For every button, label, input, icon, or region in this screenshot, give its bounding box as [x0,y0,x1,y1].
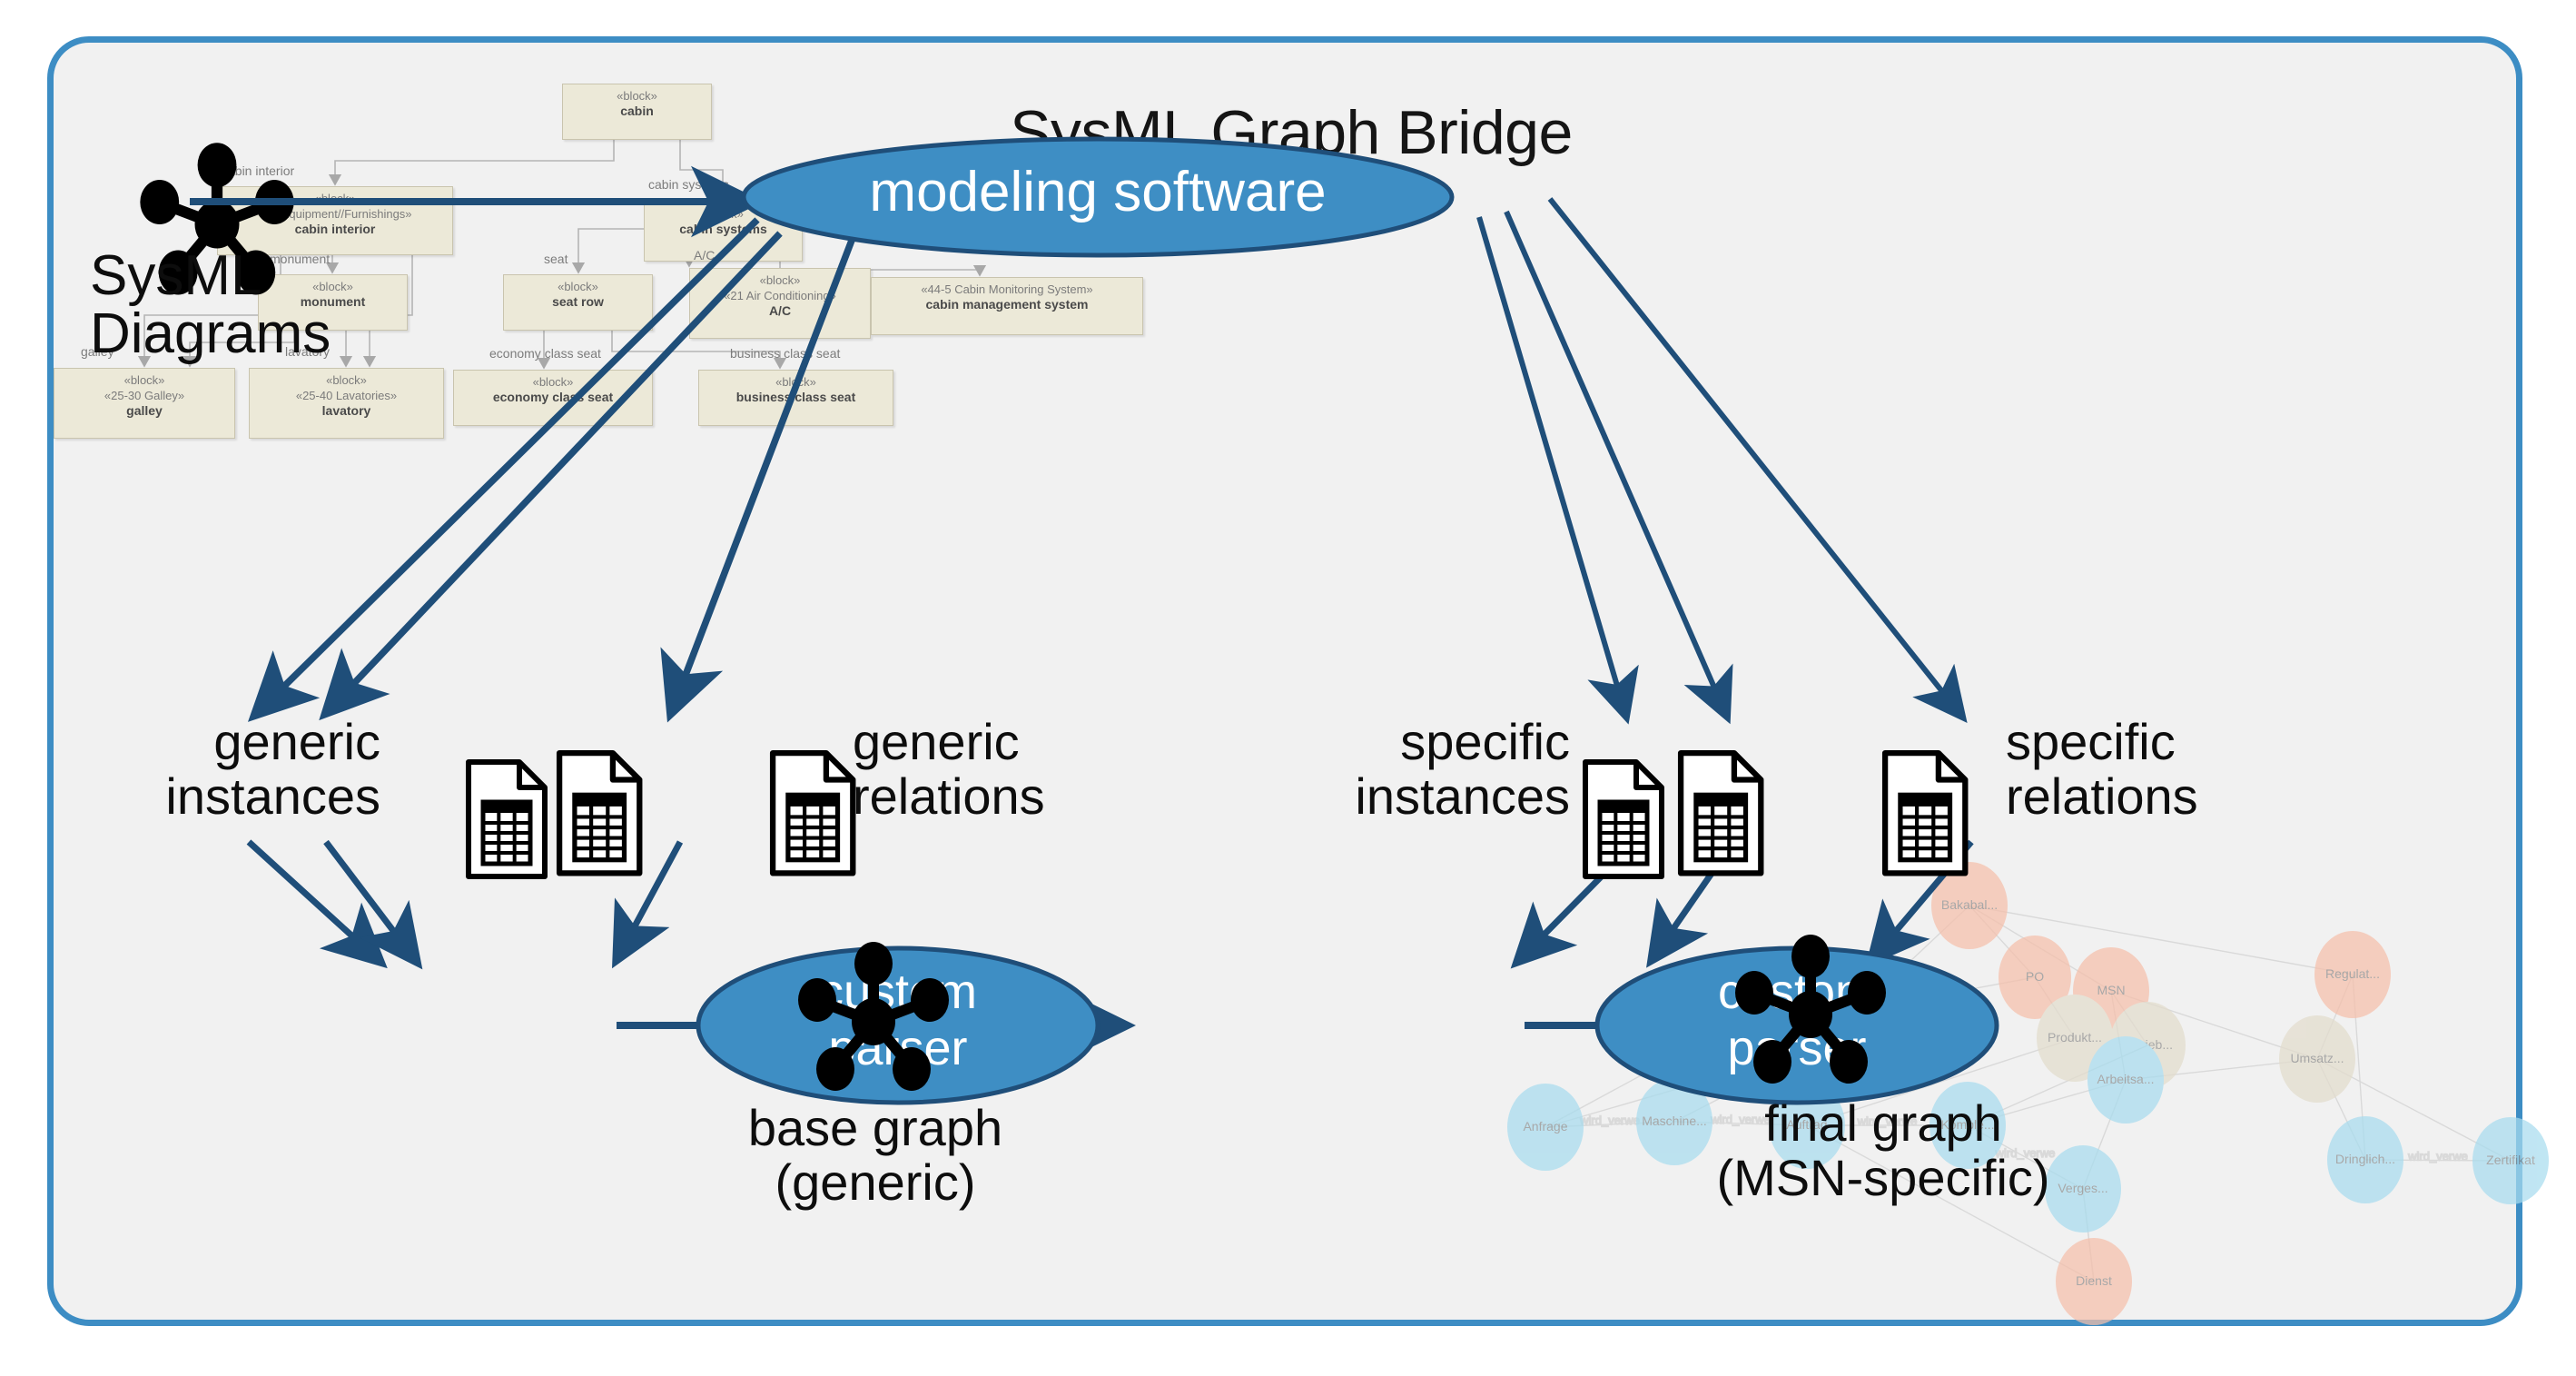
final-graph-icon [1735,935,1886,1084]
graph-node-label: PO [2026,969,2044,984]
sysml-edge-label: economy class seat [489,346,601,361]
sysml-block-name: cabin management system [925,297,1089,312]
graph-node-label: Auftrag [1786,1117,1827,1132]
graph-node: Arbeitsa... [2087,1036,2164,1124]
graph-node-label: Regulat... [2325,966,2380,981]
sysml-block-name: A/C [768,303,792,318]
graph-node: Maschine... [1636,1078,1712,1165]
sysml-edge-label: A/C [694,248,716,262]
graph-edge-label: wird_verwe [1579,1114,1640,1127]
graph-edge-label: wird_verwe [1995,1146,2056,1160]
graph-node: Bakabal... [1931,862,2008,949]
sysml-edge-label: monument [270,252,331,266]
graph-node-label: Verges... [2058,1181,2107,1195]
graph-node-label: Produkt... [2048,1030,2102,1044]
spreadsheet-doc-icon [1583,759,1664,879]
graph-node-label: Arbeitsa... [2097,1072,2154,1086]
sysml-block-name: lavatory [321,403,371,418]
sysml-block-name: cabin interior [294,222,376,236]
sysml-block: «block»seat row [503,274,653,331]
graph-node-label: Zertifikat [2486,1153,2535,1167]
sysml-block-stereotype: «block» [532,375,574,389]
sysml-edge-label: galley [81,344,114,359]
graph-cluster-icons [798,935,1886,1091]
sysml-block-name: business class seat [735,390,856,404]
graph-node: Umsatz... [2279,1015,2355,1103]
sysml-block-stereotype: «block» [558,280,598,293]
graph-node-label: Dringlich... [2335,1152,2395,1166]
sysml-block-stereotype: «block» [759,273,801,287]
graph-node-label: Bakabal... [1941,897,1998,912]
graph-edge-label: wird_verwe [2407,1150,2468,1163]
sysml-block-name: galley [126,403,163,418]
specific-relations-label: specific relations [2006,713,2198,825]
spreadsheet-doc-icon [769,749,856,876]
sysml-block: «block»monument [258,274,408,331]
graph-edge-label: wird_verwe [1710,1113,1771,1126]
final-graph-label: final graph (MSN-specific) [1716,1094,2050,1206]
sysml-block-stereotype: «25 Equipment//Furnishings» [258,207,412,221]
graph-node-label: MSN [2097,983,2125,997]
generic-relations-label: generic relations [853,713,1045,825]
sysml-block-stereotype: «block» [312,280,353,293]
custom-parser-1-node[interactable] [696,945,1100,1105]
sysml-block: «block» «21 Air Conditioning»A/C [689,268,871,339]
sysml-edge-label: seat [544,252,568,266]
sysml-block-stereotype: «21 Air Conditioning» [724,289,836,302]
modeling-software-node[interactable] [741,136,1455,258]
sysml-block-stereotype: «block» [123,373,165,387]
sysml-block-name: monument [300,294,366,309]
sysml-edge-label: lavatory [285,344,331,359]
graph-node: PO [1999,935,2071,1019]
spreadsheet-doc-icon [466,759,548,879]
graph-node: Anfrage [1507,1084,1584,1171]
sysml-block-name: seat row [552,294,604,309]
spreadsheet-doc-icon [1677,749,1764,876]
spreadsheet-doc-icon [556,749,643,876]
sysml-block-stereotype: «25-30 Galley» [104,389,185,402]
base-graph-label: base graph (generic) [747,1099,1003,1211]
sysml-block-stereotype: «block» [617,89,657,103]
graph-edge-label: wird_verwe [1857,1114,1918,1128]
graph-node: Dienst [2056,1238,2132,1325]
sysml-block-name: cabin [620,104,654,118]
sysml-edge-label: cabin interior [222,163,295,178]
graph-node: Verges... [2045,1145,2121,1232]
sysml-block: «44-5 Cabin Monitoring System»cabin mana… [871,277,1143,335]
graph-node: Zertifikat [2472,1117,2549,1204]
graph-edge [1806,1037,2076,1126]
graph-node: Regulat... [2314,931,2391,1018]
sysml-block: «block» «25-30 Galley»galley [54,368,235,439]
graph-node-label: Umsatz... [2290,1051,2344,1065]
graph-node: Komple... [1930,1082,2006,1169]
artifact-icons-layer [466,749,1969,879]
graph-node-label: Dienst [2076,1273,2112,1288]
generic-instances-label: generic instances [165,713,380,825]
sysml-block-stereotype: «block» [326,373,367,387]
base-graph-icon [798,942,949,1091]
graph-node-label: Komple... [1940,1117,1994,1132]
flow-arrows-layer [190,136,1999,1105]
sysml-diagrams-caption: SysML Diagrams [90,244,331,365]
graph-node: Dringlich... [2327,1116,2403,1203]
sysml-block-stereotype: «44-5 Cabin Monitoring System» [921,282,1093,296]
sysml-block: «block» «25-40 Lavatories»lavatory [249,368,444,439]
graph-node-label: Anfrage [1523,1119,1567,1133]
sysml-block-stereotype: «25-40 Lavatories» [295,389,398,402]
graph-edge [1969,905,2354,975]
sysml-block: «block»cabin [562,84,712,140]
graph-edge [1806,1124,2095,1282]
specific-instances-label: specific instances [1355,713,1570,825]
graph-node-label: Maschine... [1642,1114,1707,1128]
sysml-node-cluster-icon [140,143,294,295]
spreadsheet-doc-icon [1881,749,1969,876]
